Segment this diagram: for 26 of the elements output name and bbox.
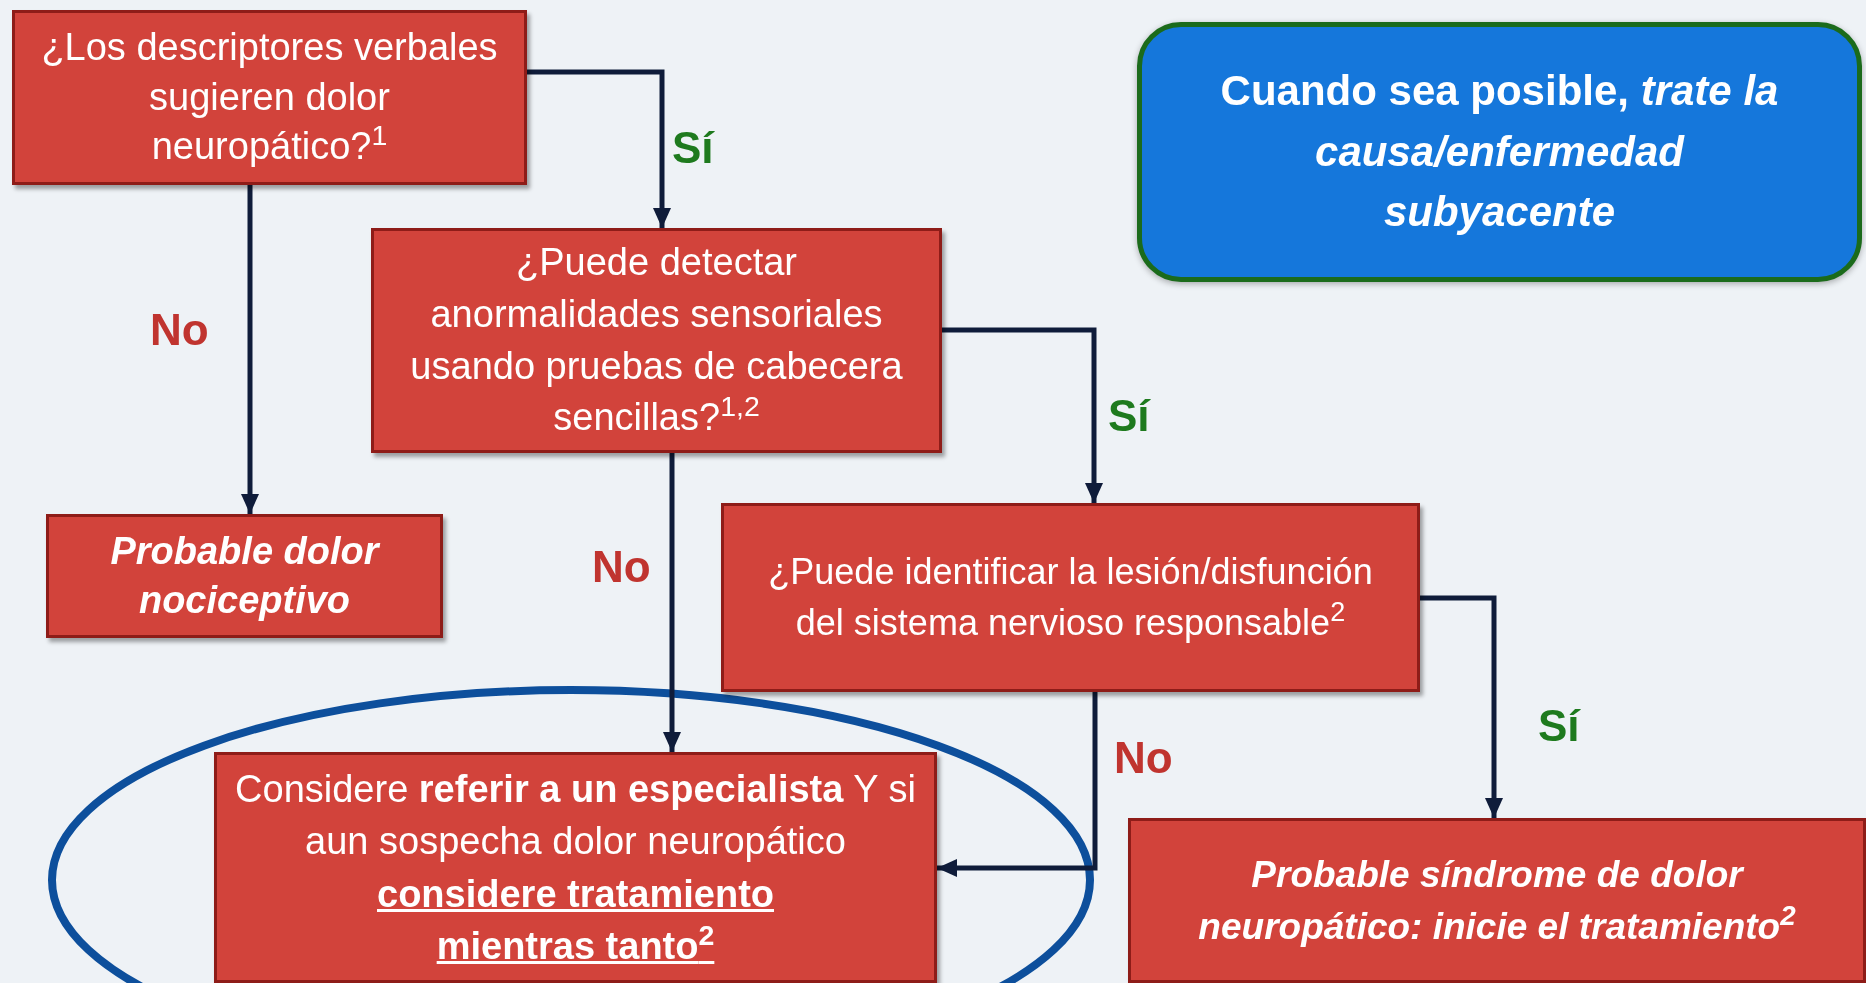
edge-label: No <box>592 545 651 589</box>
box-text: ¿Los descriptores verbales sugieren dolor neuropático?$^{1}$ <box>40 25 499 170</box>
process-box <box>12 10 527 185</box>
edge-label: No <box>150 308 209 352</box>
connector-arrow <box>527 69 671 228</box>
edge-label: No <box>1114 736 1173 780</box>
edge-label: Sí <box>1538 704 1580 748</box>
box-text: Probable dolor nociceptivo <box>109 528 382 623</box>
note-box <box>1137 22 1862 282</box>
box-text: Cuando sea posible, trate la causa/enfermedad subyacente <box>1219 65 1780 238</box>
process-box <box>1128 818 1866 983</box>
connector-arrow <box>942 327 1103 503</box>
box-text: ¿Puede detectar anormalidades sensoriales usando pruebas de cabecera sencillas?$^{1,2}$ <box>409 240 904 441</box>
connector-arrow <box>937 692 1098 877</box>
process-box <box>721 503 1420 692</box>
edge-label: Sí <box>1108 394 1150 438</box>
connector-arrow <box>241 185 259 514</box>
connector-arrow <box>663 453 681 752</box>
box-text: Probable síndrome de dolor neuropático: inicie el tratamiento$^{2}$ <box>1197 853 1797 949</box>
edge-label: Sí <box>672 126 714 170</box>
box-text: ¿Puede identificar la lesión/disfunción del sistema nervioso responsable$^{2}$ <box>767 550 1374 645</box>
box-text: considere tratamiento mientras tanto$^{2}$ <box>376 871 775 969</box>
process-box <box>371 228 942 453</box>
process-box <box>46 514 443 638</box>
connector-arrow <box>1420 595 1503 818</box>
process-box <box>214 752 937 983</box>
